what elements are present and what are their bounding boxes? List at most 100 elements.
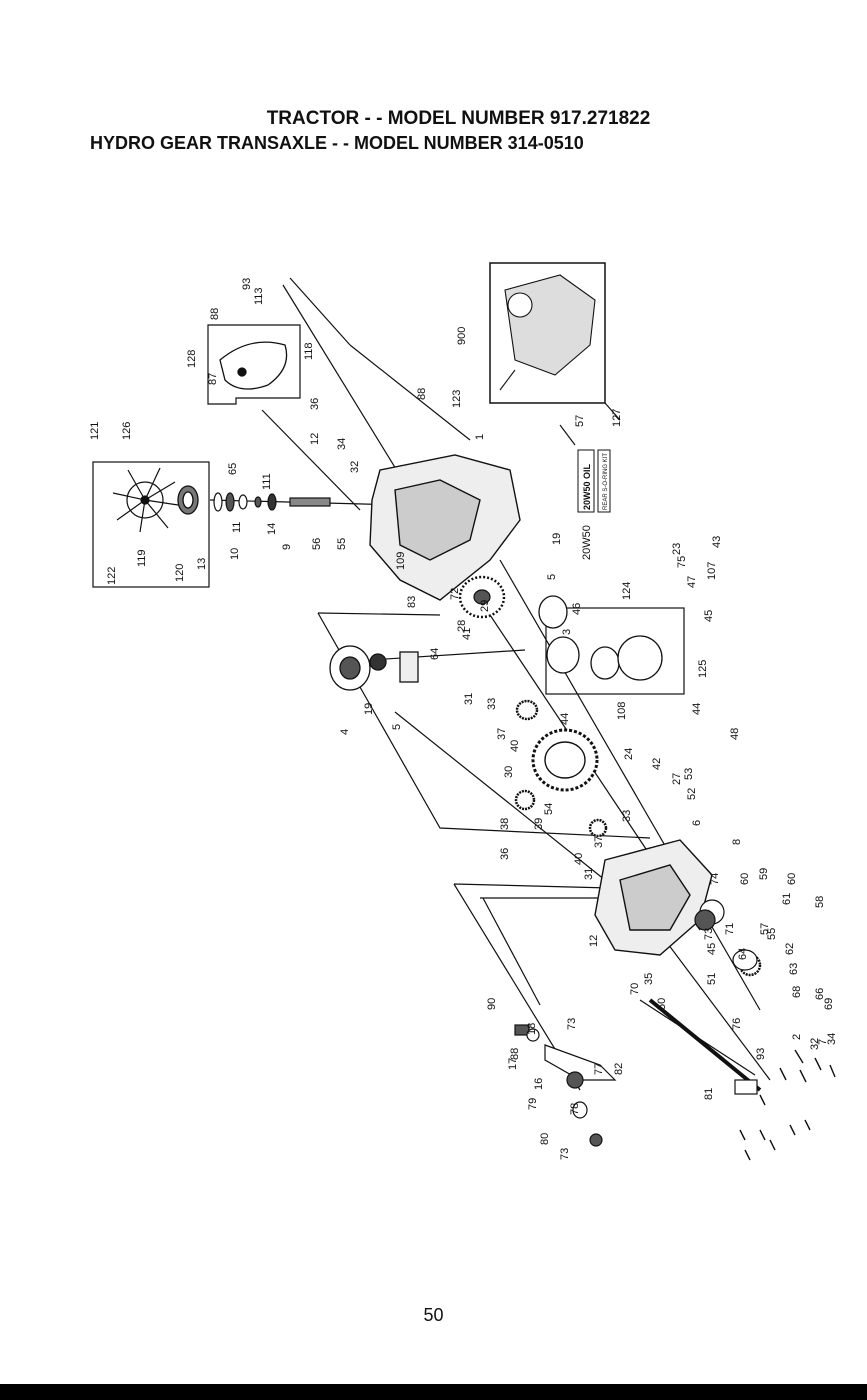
part-callout: 13 [196,558,208,570]
part-callout: 120 [174,564,186,582]
main-housing-upper [369,454,521,601]
part-callout: 52 [686,788,698,800]
part-callout: 48 [729,728,741,740]
part-callout: 58 [814,896,826,908]
part-callout: 2 [791,1034,803,1040]
oil-label-line2: REAR S-O-RING KIT [603,453,609,510]
part-callout: 87 [207,373,219,385]
part-callout: 3 [561,629,573,635]
bracket-box [207,324,301,405]
part-callout: 62 [784,943,796,955]
part-callout: 59 [758,868,770,880]
part-callout: 28 [456,620,468,632]
part-callout: 88 [509,1048,521,1060]
part-callout: 93 [755,1048,767,1060]
part-callout: 60 [786,873,798,885]
part-callout: 41 [461,628,473,640]
part-callout: 5 [546,574,558,580]
part-callout: 121 [89,422,101,440]
part-callout: 19 [363,703,375,715]
part-callout: 63 [788,963,800,975]
part-callout: 80 [539,1133,551,1145]
part-callout: 24 [623,748,635,760]
part-callout: 71 [724,923,736,935]
part-callout: 79 [527,1098,539,1110]
part-callout: 50 [656,998,668,1010]
part-callout: 76 [731,1018,743,1030]
part-callout: 20W50 [581,525,593,560]
part-callout: 44 [691,703,703,715]
part-callout: 11 [231,522,243,533]
part-callout: 16 [533,1078,545,1090]
part-callout: 45 [706,943,718,955]
main-housing-lower [594,839,713,956]
part-callout: 57 [759,923,771,935]
part-callout: 108 [616,702,628,720]
part-callout: 30 [503,766,515,778]
part-callout: 39 [533,818,545,830]
part-callout: 35 [643,973,655,985]
part-callout: 32 [349,461,361,473]
part-callout: 40 [509,740,521,752]
diagram-linework [92,262,771,1091]
page-title-transaxle: HYDRO GEAR TRANSAXLE - - MODEL NUMBER 31… [90,133,584,153]
part-callout: 65 [227,463,239,475]
part-callout: 57 [574,415,586,427]
part-callout: 37 [496,728,508,740]
part-callout: 113 [253,287,265,305]
part-callout: 66 [814,988,826,1000]
part-callout: 14 [266,523,278,535]
part-callout: 38 [499,818,511,830]
part-callout: 75 [676,556,688,568]
part-callout: 88 [416,388,428,400]
motor-box [545,607,685,695]
oil-label-line1: 20W50 OIL [582,463,592,510]
part-callout: 5 [391,724,403,730]
page-number: 50 [423,1305,444,1325]
part-callout: 46 [571,603,583,615]
part-callout: 68 [791,986,803,998]
part-callout: 31 [463,693,475,705]
part-callout: 36 [309,398,321,410]
pulley-icon [177,485,199,515]
part-callout: 9 [281,544,293,550]
part-callout: 54 [543,803,555,815]
part-callout: 43 [711,536,723,548]
part-callout: 109 [395,552,407,570]
part-callout: 6 [691,820,703,826]
part-callout: 1 [474,434,486,440]
part-callout: 32 [809,1038,821,1050]
part-callout: 90 [486,998,498,1010]
part-callout: 60 [739,873,751,885]
part-callout: 23 [671,543,683,555]
part-callout: 45 [703,610,715,622]
part-callout: 56 [311,538,323,550]
part-callout: 18 [526,1023,538,1035]
part-callout: 81 [703,1088,715,1100]
part-callout: 55 [336,538,348,550]
part-callout: 126 [121,422,133,440]
part-callout: 127 [611,409,623,427]
part-callout: 34 [336,438,348,450]
axle-assembly-icon [514,909,762,1147]
part-callout: 73 [703,928,715,940]
part-callout: 42 [651,758,663,770]
bottom-rule [0,1384,867,1400]
part-callout: 83 [406,596,418,608]
inset-box [489,262,606,404]
part-callout: 93 [241,278,253,290]
part-callout: 77 [593,1063,605,1075]
part-callout: 34 [826,1033,838,1045]
part-callout: 122 [106,567,118,585]
part-callout: 17 [507,1058,519,1070]
motor-icon [329,595,663,691]
washer-stack-icon [213,492,331,512]
part-callout: 19 [551,533,563,545]
fan-box [92,461,210,588]
inset-assembly-icon [499,274,596,391]
fan-icon [112,467,179,533]
part-callout: 40 [573,853,585,865]
part-callout: 8 [731,839,743,845]
